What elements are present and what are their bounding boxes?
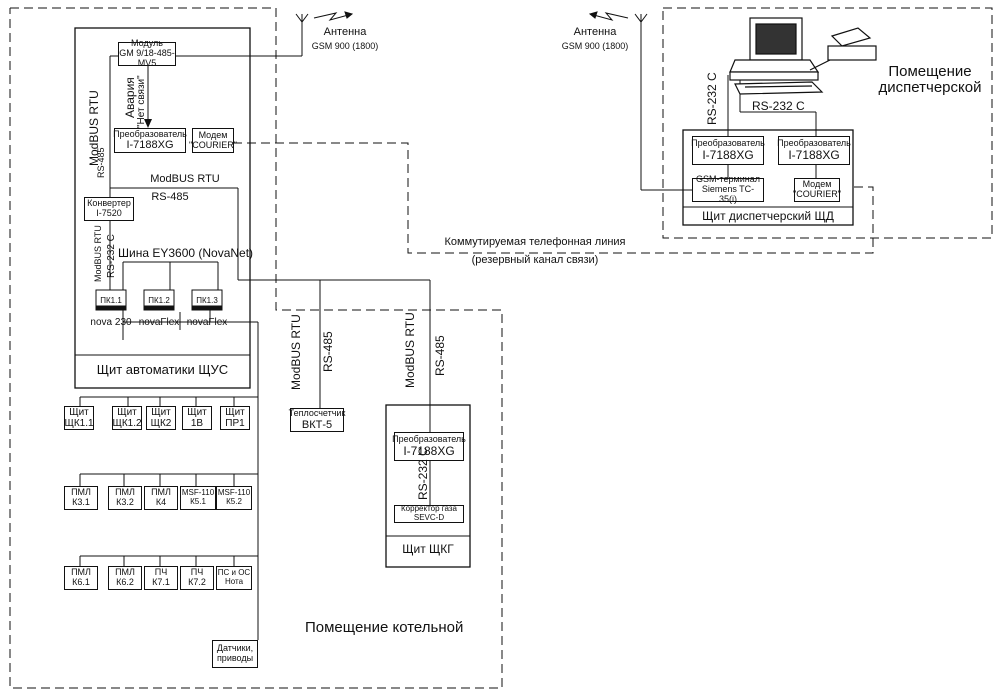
room-dispatcher-label: Помещение диспетчерской — [878, 63, 982, 96]
modbus-low-label: ModBUS RTU — [93, 225, 103, 282]
pk13-tag: ПК1.3 — [196, 296, 218, 305]
convertor-i7520-box: Конвертер I-7520 — [84, 197, 134, 221]
gas-corrector-box: Корректор газа SEVC-D — [394, 504, 464, 523]
room-boiler-label: Помещение котельной — [305, 619, 464, 636]
alarm-label: Авария — [123, 77, 137, 118]
antenna-left-icon — [295, 13, 309, 23]
rs485-mid-label: RS-485 — [151, 191, 189, 203]
antenna-right-label: Антенна GSM 900 (1800) — [561, 26, 629, 51]
shchd-modem-box: Модем"COURIER" — [793, 178, 841, 202]
novanet-bus-label: Шина EY3600 (NovaNet) — [118, 246, 254, 260]
signal-right-icon — [588, 11, 629, 21]
no-link-label: "Нет связи" — [136, 75, 147, 128]
phone-line-label: Коммутируемая телефонная линия — [444, 236, 626, 248]
modem-courier-box: Модем "COURIER" — [189, 128, 237, 153]
pk11-name: nova 230 — [90, 317, 132, 328]
signal-left-icon — [313, 11, 354, 21]
shchd-frame — [682, 129, 854, 226]
alarm-arrow — [144, 119, 152, 128]
pk13-name: novaFlex — [186, 317, 228, 328]
rs232-low-label: RS-232 C — [106, 234, 117, 278]
printer-icon — [809, 27, 877, 71]
computer-icon — [729, 17, 824, 95]
pk-icons — [95, 289, 223, 311]
shchkg-modbus-label: ModBUS RTU — [403, 312, 417, 388]
antenna-left-label: Антенна GSM 900 (1800) — [311, 26, 379, 51]
shchus-title: Щит автоматики ЩУС — [96, 362, 229, 377]
phone-line-sublabel: (резервный канал связи) — [471, 254, 599, 266]
shchd-rs232-horizontal: RS-232 C — [752, 99, 805, 113]
rs485-top-label: RS-485 — [96, 147, 106, 178]
shchkg-frame — [385, 404, 471, 568]
shchus-frame — [74, 27, 251, 389]
heatmeter-modbus-label: ModBUS RTU — [289, 314, 303, 390]
shchkg-rs232-label: RS-232 C — [416, 447, 430, 500]
pk12-tag: ПК1.2 — [148, 296, 170, 305]
shchkg-rs485-label: RS-485 — [433, 335, 447, 376]
antenna-right-icon — [634, 13, 648, 23]
shchd-title: Щит диспетчерский ЩД — [702, 209, 834, 223]
room-boundaries — [9, 7, 993, 689]
converter-i7188-box: Преобразователь I-7188XG — [113, 128, 187, 153]
shchkg-title: Щит ЩКГ — [402, 542, 454, 556]
heatmeter-rs485-label: RS-485 — [321, 331, 335, 372]
modbus-mid-label: ModBUS RTU — [150, 173, 220, 185]
sensors-box: Датчики,приводы — [212, 640, 258, 668]
gsm-module-box: Модуль GM 9/18-485-MV5 — [118, 38, 176, 68]
pk11-tag: ПК1.1 — [100, 296, 122, 305]
pk12-name: novaFlex — [138, 317, 180, 328]
shchd-rs232-vertical: RS-232 C — [705, 72, 719, 125]
